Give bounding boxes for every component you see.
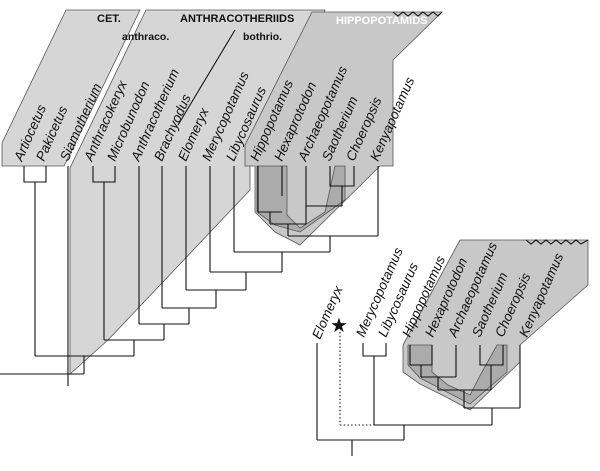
group-label-cet: CET. bbox=[97, 13, 121, 25]
cet-band bbox=[1, 9, 141, 167]
tree-a-branches bbox=[0, 166, 379, 386]
group-label-hippopotamids: HIPPOPOTAMIDS bbox=[336, 15, 427, 27]
group-label-bothrio: bothrio. bbox=[243, 31, 282, 43]
tree-b-inner-wedge bbox=[407, 344, 508, 405]
anthraco-divider bbox=[177, 29, 236, 126]
tree-a-shading bbox=[1, 9, 443, 375]
branch-cet-pair bbox=[23, 166, 47, 183]
group-label-anthraco: anthraco. bbox=[122, 31, 169, 43]
hippo-zigzag-edge-a bbox=[392, 11, 443, 17]
hippo-zigzag-edge-b bbox=[525, 239, 589, 245]
hippo-inner-wedge bbox=[256, 165, 346, 233]
star-marker-icon: ★ bbox=[330, 313, 348, 337]
anthracotheriid-band bbox=[69, 9, 326, 375]
tree-b-branches bbox=[316, 332, 521, 456]
b-branch-meryco-libyco bbox=[362, 343, 387, 357]
group-label-anthracotheriids: ANTHRACOTHERIIDS bbox=[180, 13, 294, 25]
hippopotamid-band bbox=[244, 11, 443, 246]
